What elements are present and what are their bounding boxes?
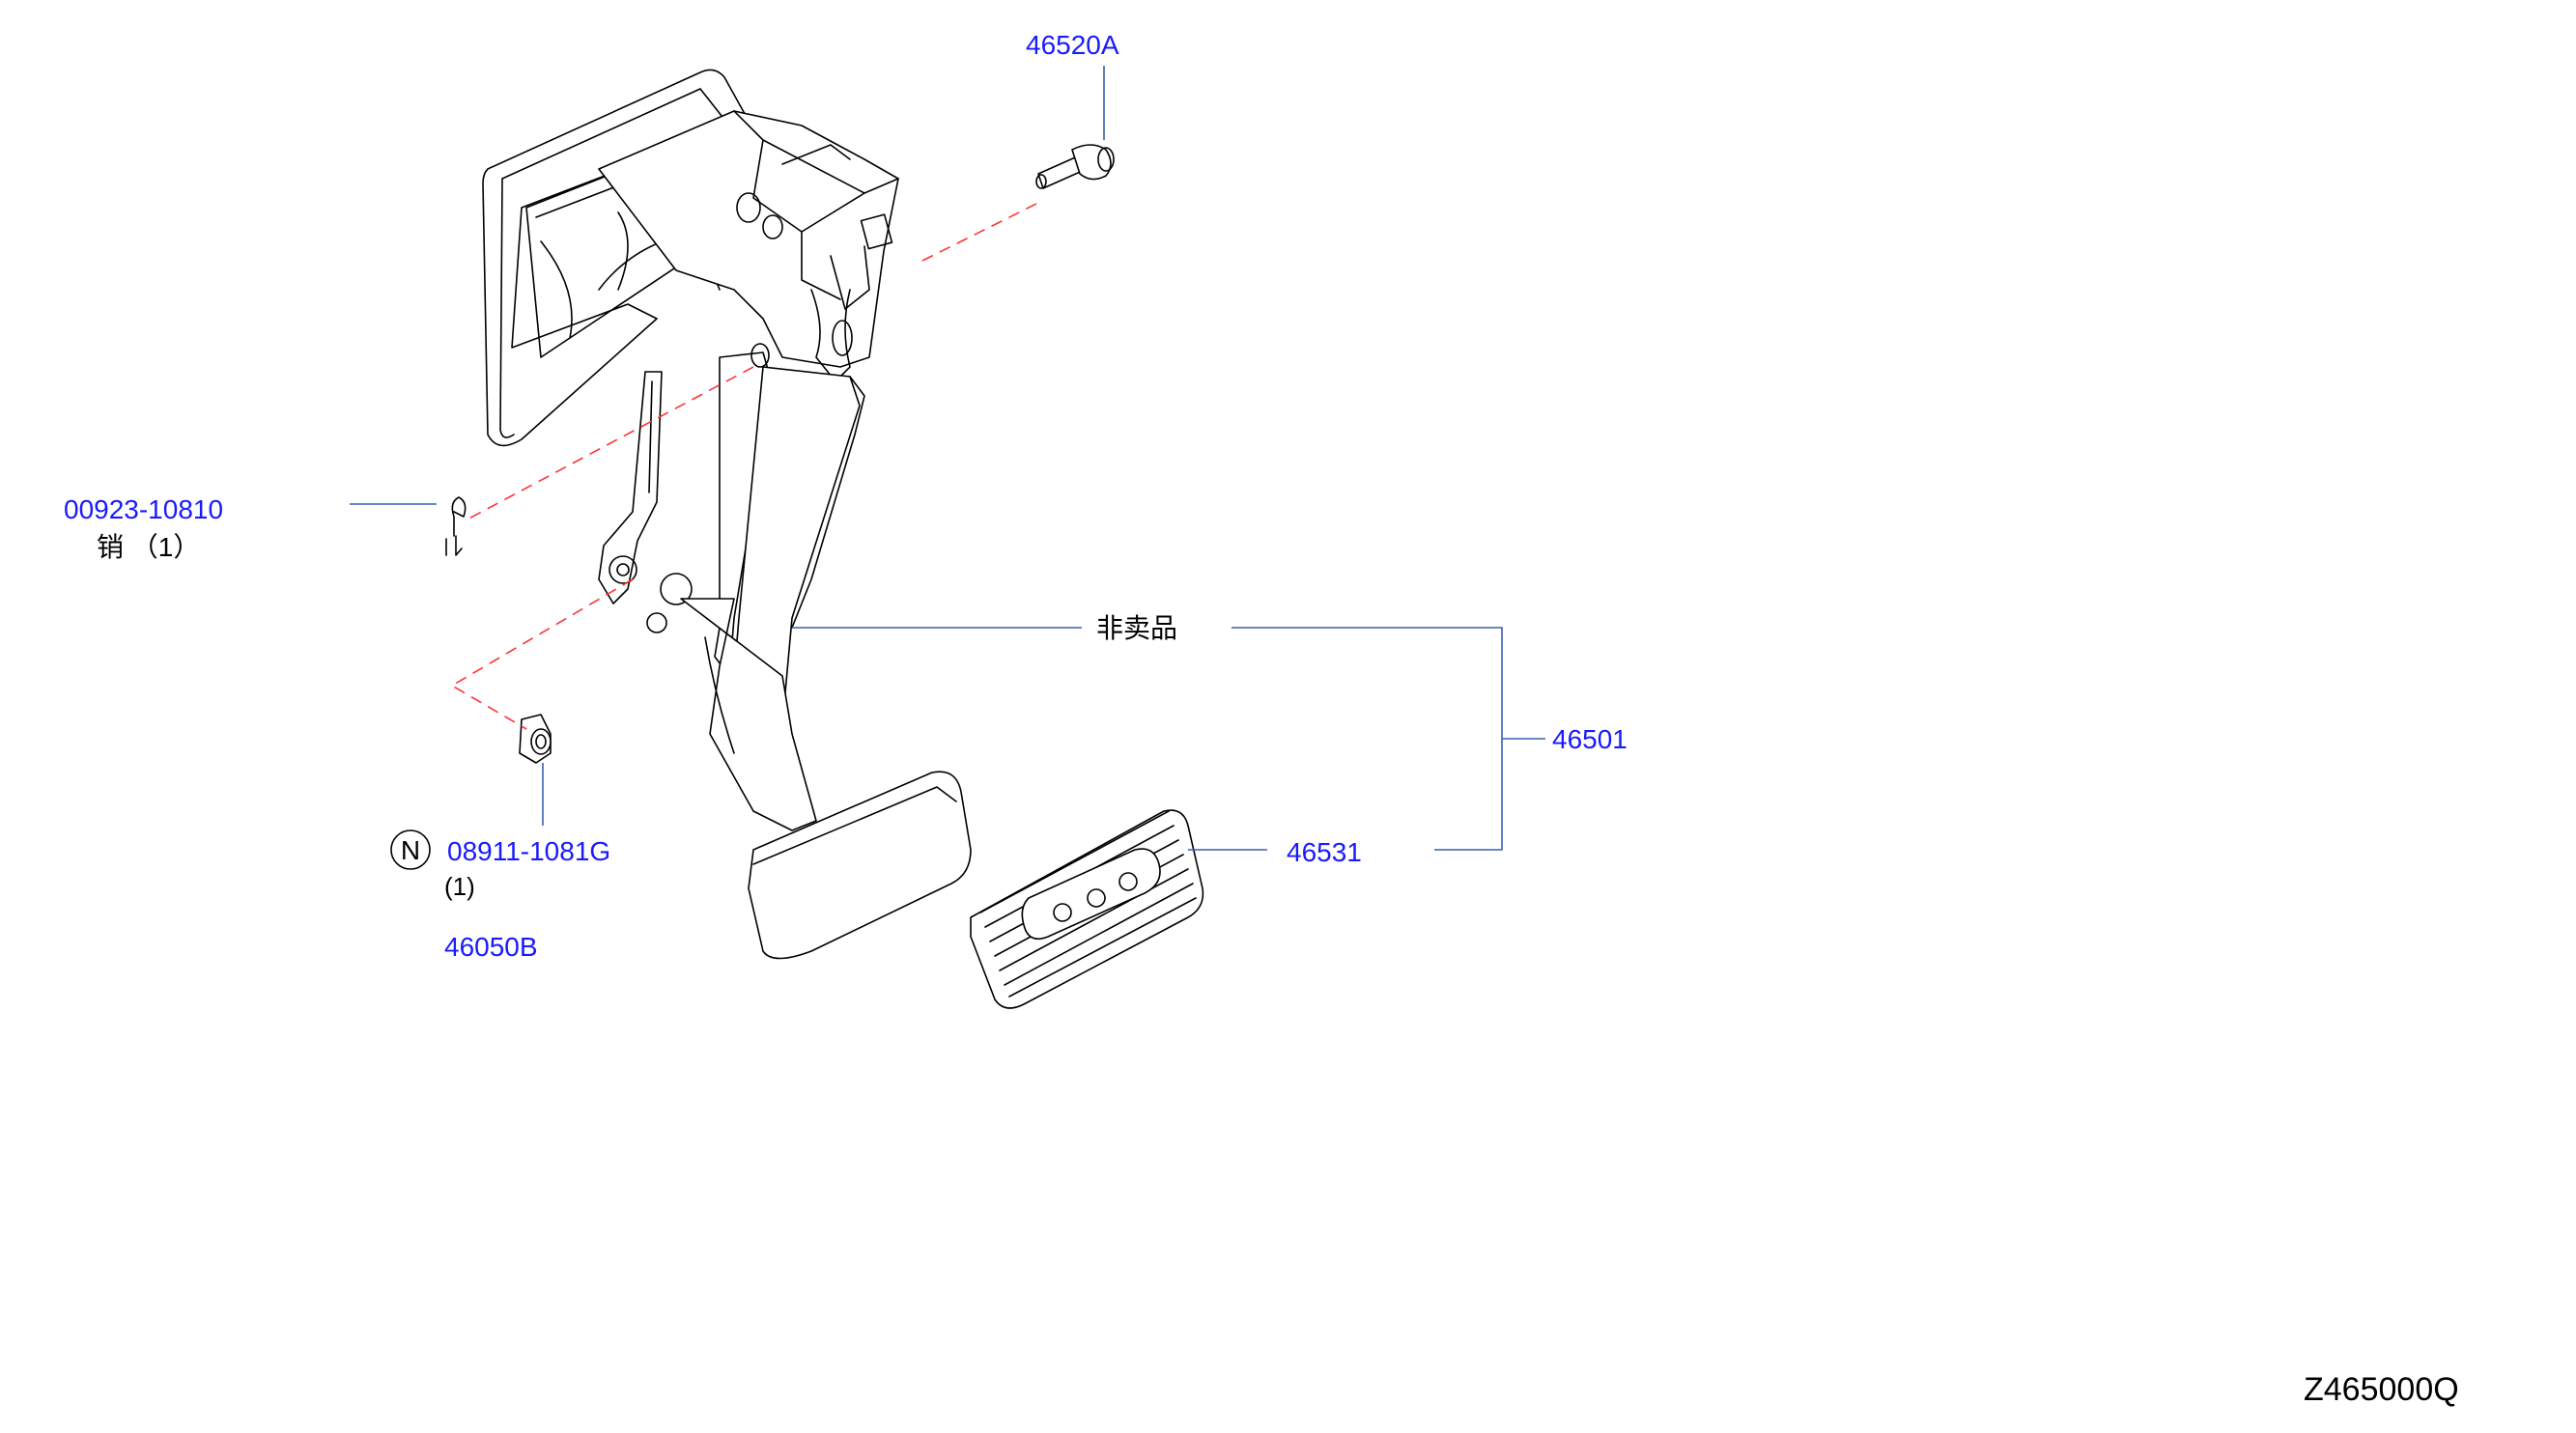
callout-not-sold: 非卖品 <box>1096 613 1177 643</box>
diagram-id: Z465000Q <box>2304 1371 2459 1408</box>
nut-qty: (1) <box>444 872 475 901</box>
nut-group-number[interactable]: 46050B <box>444 932 538 962</box>
callout-pin[interactable]: 00923-10810 销 （1） <box>64 494 223 562</box>
assembly-part-number[interactable]: 46501 <box>1552 724 1628 754</box>
callout-assembly[interactable]: 46501 <box>1552 724 1628 754</box>
phantom-lines <box>450 202 1039 730</box>
bolt-illustration <box>1035 144 1115 189</box>
nut-part-number[interactable]: 08911-1081G <box>447 836 610 866</box>
not-sold-note: 非卖品 <box>1096 613 1177 643</box>
pin-part-number[interactable]: 00923-10810 <box>64 494 223 524</box>
pin-note: 销 （1） <box>97 532 200 562</box>
marker-circle-icon <box>390 829 431 870</box>
pedal-pad-illustration <box>970 809 1204 1009</box>
bolt-part-number[interactable]: 46520A <box>1026 30 1119 60</box>
callout-bolt[interactable]: 46520A <box>1026 30 1119 60</box>
nut-illustration <box>519 714 552 764</box>
leader-lines <box>350 66 1545 851</box>
pin-illustration <box>445 496 467 556</box>
callout-pad[interactable]: 46531 <box>1287 837 1362 867</box>
pad-part-number[interactable]: 46531 <box>1287 837 1362 867</box>
callout-nut[interactable]: N 08911-1081G (1) 46050B <box>390 829 610 962</box>
pedal-bracket-illustration <box>482 69 972 960</box>
nut-marker: N <box>401 835 420 865</box>
